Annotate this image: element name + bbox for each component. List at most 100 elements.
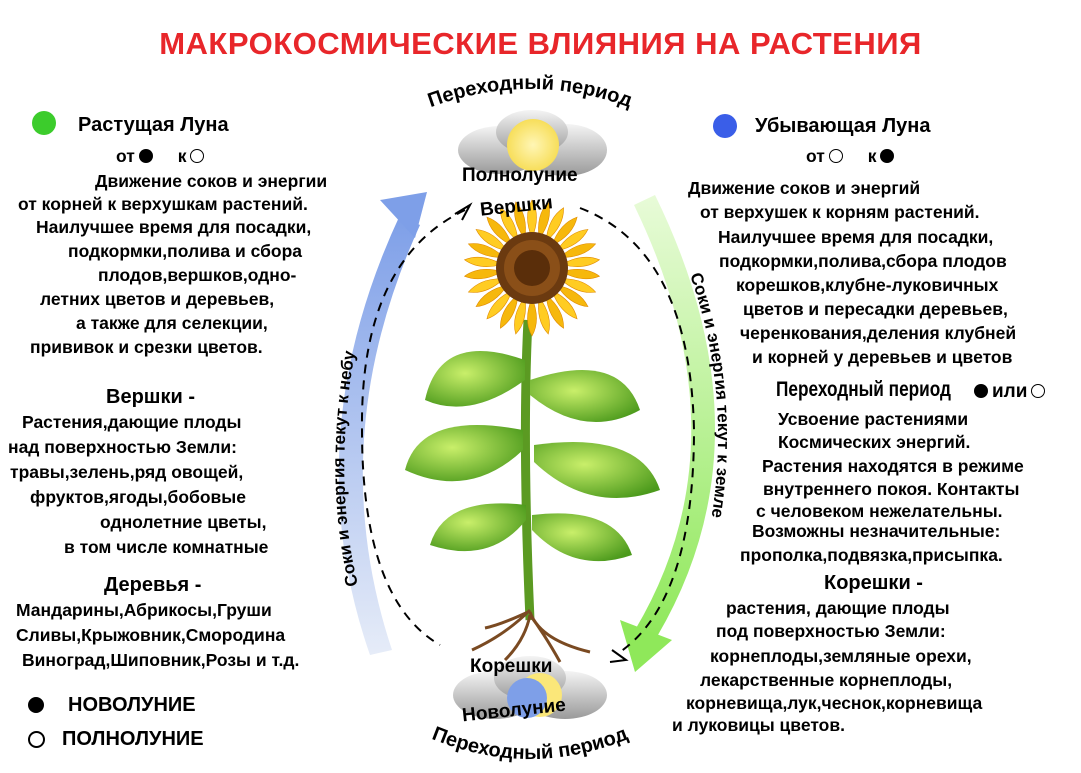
transition-phase-range: или xyxy=(970,381,1049,403)
text-line: черенкования,деления клубней xyxy=(740,323,1017,343)
sunflower-petal xyxy=(556,284,589,307)
text-line: Наилучшее время для посадки, xyxy=(36,217,312,237)
text-line: однолетние цветы, xyxy=(100,512,267,532)
text-line: под поверхностью Земли: xyxy=(716,621,946,641)
text-line: корневища,лук,чеснок,корневища xyxy=(686,693,983,713)
text-line: Возможны незначительные: xyxy=(752,521,1001,541)
sunflower-petal xyxy=(538,201,550,240)
sunflower-petal xyxy=(467,278,505,293)
text-line: Движение соков и энергий xyxy=(688,178,921,198)
text-line: в том числе комнатные xyxy=(64,537,269,557)
text-line: от корней к верхушкам растений. xyxy=(18,194,308,214)
text-line: подкормки,полива и сбора xyxy=(68,241,303,261)
sunflower-petal xyxy=(514,201,526,240)
right-arrow-down xyxy=(620,195,715,672)
text-line: Сливы,Крыжовник,Смородина xyxy=(16,625,286,645)
sunflower-petal xyxy=(467,243,505,258)
legend-full-moon-label: ПОЛНОЛУНИЕ xyxy=(62,728,204,750)
waxing-from-label: от xyxy=(116,146,135,166)
text-line: летних цветов и деревьев, xyxy=(40,289,275,309)
text-line: лекарственные корнеплоды, xyxy=(700,670,953,690)
sunflower-petal xyxy=(560,256,601,267)
moon-new-icon xyxy=(880,149,895,163)
tops-heading: Вершки - xyxy=(106,386,195,408)
text-line: цветов и пересадки деревьев, xyxy=(743,299,1008,319)
transition-heading-row: Переходный период xyxy=(776,378,989,402)
text-line: фруктов,ягоды,бобовые xyxy=(30,487,246,507)
moon-full-icon xyxy=(828,149,843,163)
text-line: Движение соков и энергии xyxy=(95,171,328,191)
dashed-cycle-loop xyxy=(360,202,696,663)
sunflower-petal xyxy=(486,289,513,320)
sunflower-petal xyxy=(514,296,526,335)
legend-new-moon-label: НОВОЛУНИЕ xyxy=(68,694,196,716)
waning-heading: Убывающая Луна xyxy=(755,115,931,137)
text-line: Виноград,Шиповник,Розы и т.д. xyxy=(22,650,300,670)
waxing-moon-dot-icon xyxy=(32,111,56,135)
sunflower-petal xyxy=(475,229,508,252)
text-line: и луковицы цветов. xyxy=(672,715,845,735)
sunflower-petal xyxy=(560,269,601,280)
text-line: Усвоение растениями xyxy=(778,409,969,429)
sunflower-petal xyxy=(475,284,508,307)
sunflower-petal xyxy=(527,199,537,239)
text-line: прополка,подвязка,присыпка. xyxy=(740,545,1003,565)
transition-heading: Переходный период xyxy=(776,378,951,401)
waning-moon-dot-icon xyxy=(713,114,737,138)
moon-eclipse-icon xyxy=(507,673,562,718)
full-moon-label: Полнолуние xyxy=(462,165,578,186)
roots-heading: Корешки - xyxy=(824,572,923,594)
moon-full-icon xyxy=(190,149,205,163)
trees-heading: Деревья - xyxy=(104,574,202,596)
sunflower-petal xyxy=(559,278,597,293)
page-title: МАКРОКОСМИЧЕСКИЕ ВЛИЯНИЯ НА РАСТЕНИЯ xyxy=(159,26,922,61)
moon-new-icon xyxy=(974,384,988,398)
text-line: Космических энергий. xyxy=(778,432,971,452)
text-line: плодов,вершков,одно- xyxy=(98,265,297,285)
sunflower-petal xyxy=(527,297,537,337)
text-line: Растения,дающие плоды xyxy=(22,412,242,432)
sunflower-petal xyxy=(545,293,564,329)
text-line: Растения находятся в режиме xyxy=(762,456,1024,476)
waning-from-label: от xyxy=(806,146,825,166)
left-arrow-up xyxy=(338,192,427,655)
sun-icon xyxy=(507,119,559,171)
text-line: от верхушек к корням растений. xyxy=(700,202,980,222)
sunflower-petal xyxy=(500,293,519,329)
text-line: Наилучшее время для посадки, xyxy=(718,227,994,247)
top-transition-arc: Переходный период xyxy=(425,72,635,112)
sunflower-petal xyxy=(463,256,504,267)
waning-phase-range: от к xyxy=(806,145,898,167)
sunflower-petal xyxy=(551,289,578,320)
sunflower-petal xyxy=(559,243,597,258)
sunflower-petal xyxy=(486,216,513,247)
waxing-heading: Растущая Луна xyxy=(78,114,229,136)
text-line: а также для селекции, xyxy=(76,313,268,333)
waxing-phase-range: от к xyxy=(116,145,208,167)
text-line: подкормки,полива,сбора плодов xyxy=(719,251,1007,271)
text-line: внутреннего покоя. Контакты xyxy=(763,479,1020,499)
text-line: травы,зелень,ряд овощей, xyxy=(10,462,244,482)
sunflower-illustration xyxy=(405,199,660,663)
sunflower-petal xyxy=(551,216,578,247)
sunflower-petal xyxy=(500,207,519,243)
transition-or-label: или xyxy=(992,381,1028,402)
text-line: над поверхностью Земли: xyxy=(8,437,237,457)
sunflower-petal xyxy=(463,269,504,280)
bottom-transition-arc: Переходный период xyxy=(429,723,631,764)
legend-new-moon-icon xyxy=(28,697,44,713)
moon-full-icon xyxy=(1031,384,1046,398)
sunflower-petal xyxy=(556,229,589,252)
roots-label: Корешки xyxy=(470,656,553,677)
text-line: прививок и срезки цветов. xyxy=(30,337,263,357)
sunflower-petal xyxy=(545,207,564,243)
text-line: растения, дающие плоды xyxy=(726,598,950,618)
text-line: и корней у деревьев и цветов xyxy=(752,347,1013,367)
text-line: корнеплоды,земляные орехи, xyxy=(710,646,972,666)
legend-full-moon-icon xyxy=(28,731,45,748)
text-line: с человеком нежелательны. xyxy=(756,501,1003,521)
waxing-to-label: к xyxy=(177,146,187,166)
text-line: Мандарины,Абрикосы,Груши xyxy=(16,600,272,620)
waning-to-label: к xyxy=(867,146,877,166)
